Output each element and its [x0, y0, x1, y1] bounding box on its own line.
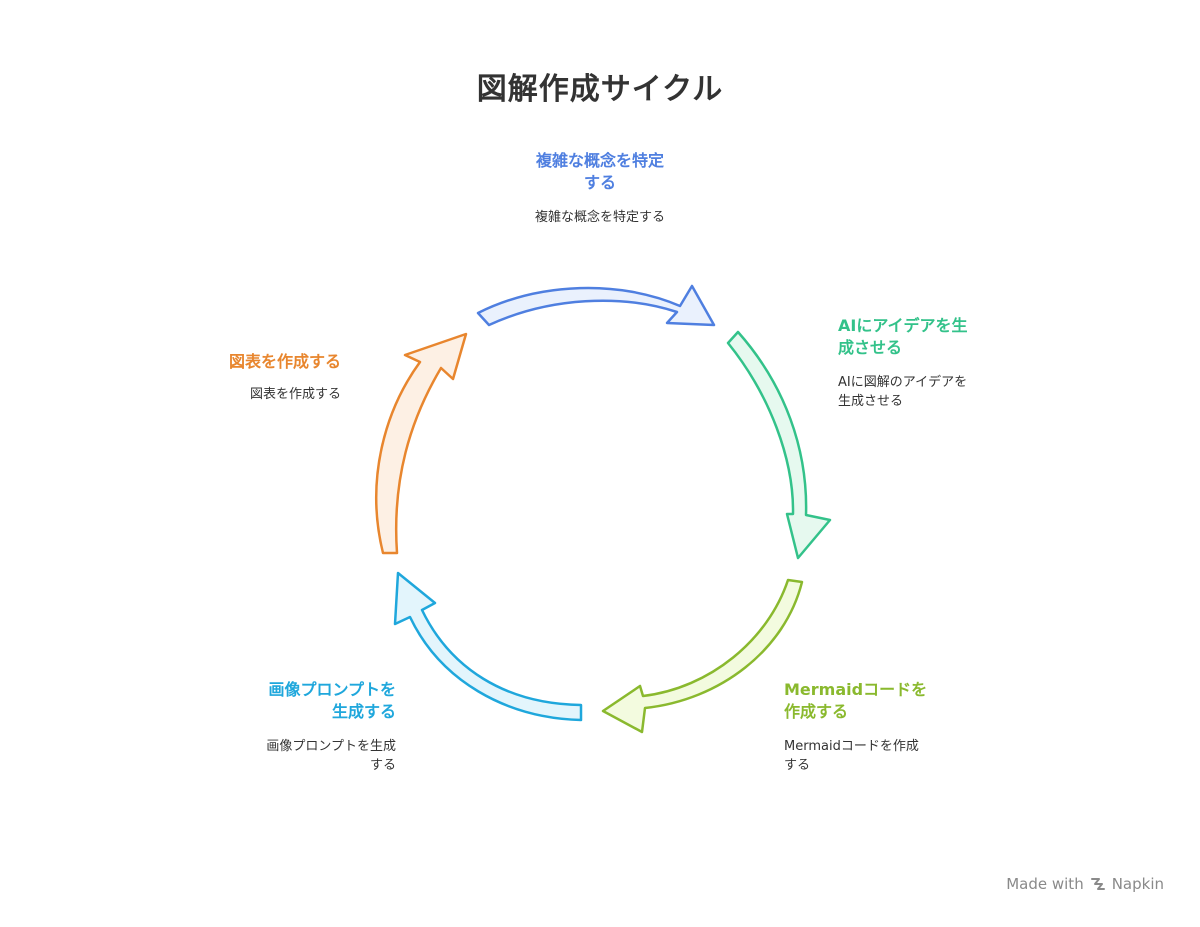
step-heading-line: 図表を作成する — [228, 352, 341, 371]
diagram-title: 図解作成サイクル — [476, 72, 724, 107]
step-label-ai-ideas: AIにアイデアを生 成させる AIに図解のアイデアを 生成させる — [838, 315, 1008, 411]
napkin-brand-text: Napkin — [1111, 875, 1164, 893]
step-description-line: 複雑な概念を特定する — [534, 210, 665, 225]
cycle-arrow-3 — [601, 578, 804, 734]
step-heading-line: 成させる — [838, 338, 903, 357]
step-heading-line: 生成する — [331, 702, 396, 721]
step-heading: Mermaidコードを 作成する — [784, 679, 954, 723]
step-description-line: 画像プロンプトを生成 — [266, 739, 396, 754]
cycle-arrow-4 — [393, 571, 583, 722]
step-heading-line: 複雑な概念を特定 — [535, 151, 664, 170]
step-description: AIに図解のアイデアを 生成させる — [838, 373, 1008, 411]
step-label-mermaid-code: Mermaidコードを 作成する Mermaidコードを作成 する — [784, 679, 954, 775]
step-heading-line: 画像プロンプトを — [268, 680, 396, 699]
step-label-image-prompt: 画像プロンプトを 生成する 画像プロンプトを生成 する — [226, 679, 396, 775]
step-heading-line: 作成する — [784, 702, 849, 721]
step-heading: 画像プロンプトを 生成する — [226, 679, 396, 723]
step-heading: 複雑な概念を特定 する — [500, 150, 700, 194]
cycle-arrow-1 — [476, 284, 716, 327]
step-description-line: 図表を作成する — [249, 387, 341, 402]
step-description: 複雑な概念を特定する — [500, 208, 700, 227]
step-heading-line: AIにアイデアを生 — [838, 316, 968, 335]
step-heading-line: する — [583, 173, 616, 192]
step-description-line: Mermaidコードを作成 — [784, 739, 919, 754]
made-with-napkin-badge[interactable]: Made with Napkin — [1006, 875, 1164, 893]
napkin-logo-icon — [1090, 878, 1105, 890]
step-heading: 図表を作成する — [171, 351, 341, 373]
step-description-line: 生成させる — [838, 394, 904, 409]
step-description: Mermaidコードを作成 する — [784, 737, 954, 775]
step-heading: AIにアイデアを生 成させる — [838, 315, 1008, 359]
step-description-line: する — [369, 758, 396, 773]
cycle-arrow-2 — [726, 330, 832, 560]
step-description: 画像プロンプトを生成 する — [226, 737, 396, 775]
made-with-text: Made with — [1006, 875, 1084, 893]
step-description: 図表を作成する — [171, 385, 341, 404]
step-description-line: AIに図解のアイデアを — [838, 375, 968, 390]
step-label-create-chart: 図表を作成する 図表を作成する — [171, 351, 341, 404]
step-description-line: する — [784, 758, 811, 773]
step-label-identify-concept: 複雑な概念を特定 する 複雑な概念を特定する — [500, 150, 700, 227]
step-heading-line: Mermaidコードを — [784, 680, 928, 699]
cycle-arrow-5 — [375, 332, 468, 555]
